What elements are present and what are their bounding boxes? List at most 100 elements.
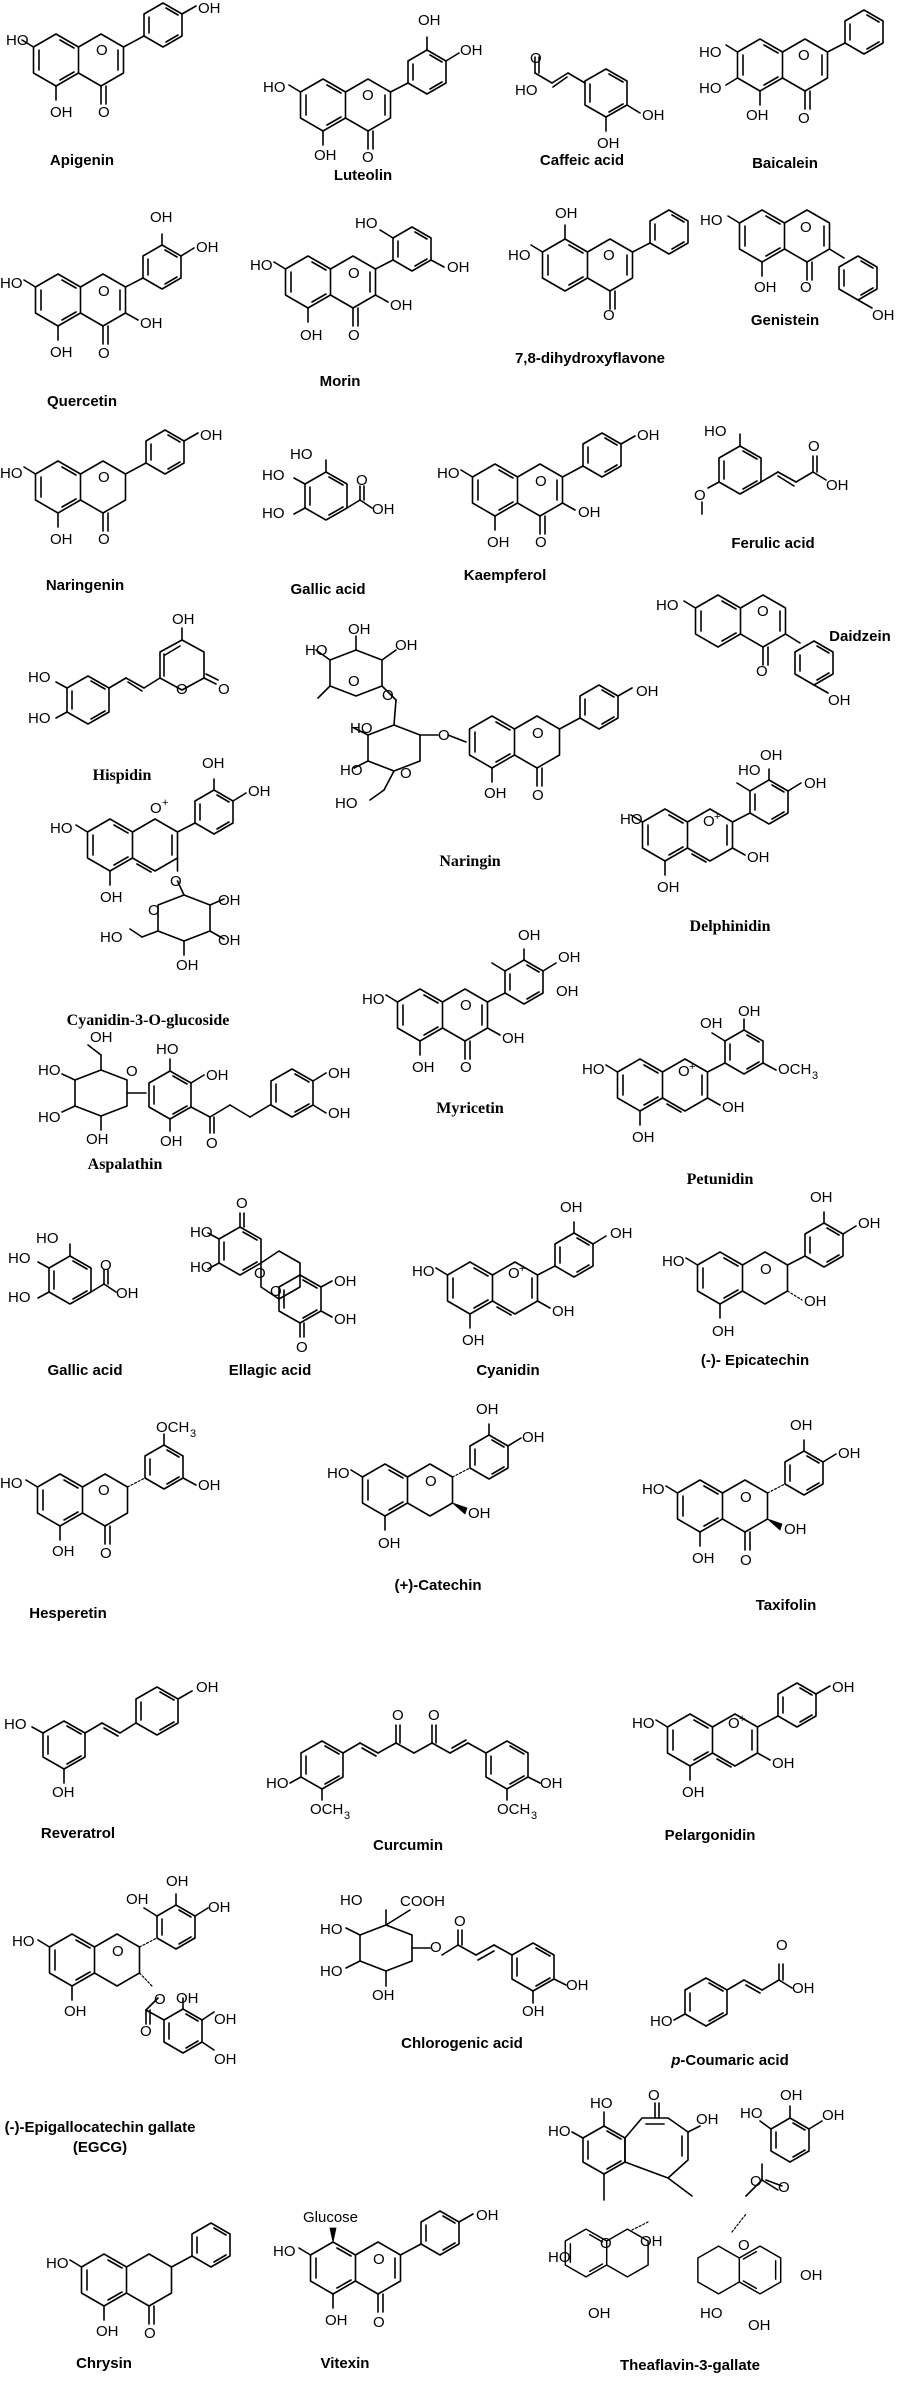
ellagic-o-2: O <box>296 1339 308 1356</box>
structure-apigenin <box>21 2 197 105</box>
label-epicatechin: (-)- Epicatechin <box>701 1352 809 1369</box>
tf3g-o-ester: O <box>750 2173 762 2190</box>
aspalathin-o-keto: O <box>206 1135 218 1152</box>
label-genistein: Genistein <box>751 312 819 329</box>
label-quercetin: Quercetin <box>47 393 117 410</box>
epicatechin-ho-7: HO <box>662 1253 685 1270</box>
tf3g-oh-c: OH <box>696 2111 719 2128</box>
egcg-ho-7: HO <box>12 1933 35 1950</box>
cyanidin-o-plus: O <box>508 1265 520 1282</box>
baicalein-o-4: O <box>798 110 810 127</box>
gallic2-ho-b: HO <box>8 1250 31 1267</box>
petunidin-o-plus: O <box>678 1063 690 1080</box>
delph-oh-5p: OH <box>804 775 827 792</box>
curcumin-och3-2: OCH <box>497 1801 530 1818</box>
ellagic-ho-1: HO <box>190 1224 213 1241</box>
chlorogenic-oh-b: OH <box>522 2003 545 2020</box>
ferulic-o: O <box>808 438 820 455</box>
chlorogenic-oh-a: OH <box>566 1977 589 1994</box>
morin-o-4: O <box>348 327 360 344</box>
structure-cyanidin <box>435 1221 607 1329</box>
cyanidin-oh-3: OH <box>552 1303 575 1320</box>
luteolin-o-1: O <box>362 87 374 104</box>
ellagic-oh-1: OH <box>334 1273 357 1290</box>
tf3g-oh-i: OH <box>588 2305 611 2322</box>
morin-oh-4p: OH <box>447 259 470 276</box>
structure-epicatechin <box>685 1211 857 1319</box>
aspalathin-oh-h: OH <box>328 1065 351 1082</box>
hispidin-ho-2: HO <box>28 710 51 727</box>
myricetin-oh-5p: OH <box>556 983 579 1000</box>
petunidin-oh-3p: OH <box>700 1015 723 1032</box>
naringin-oh-5: OH <box>484 785 507 802</box>
coumaric-ho: HO <box>650 2013 673 2030</box>
taxifolin-ho-7: HO <box>642 1481 665 1498</box>
hesperetin-ho-7: HO <box>0 1475 23 1492</box>
tf3g-ho-a: HO <box>548 2123 571 2140</box>
ellagic-o-1: O <box>236 1195 248 1212</box>
daidzein-ho-7: HO <box>656 597 679 614</box>
pelargonidin-o-plus: O <box>728 1715 740 1732</box>
chlorogenic-o-keto: O <box>454 1913 466 1930</box>
genistein-o-1: O <box>800 219 812 236</box>
chlorogenic-ho-2: HO <box>320 1921 343 1938</box>
ellagic-o-ring-1: O <box>254 1265 266 1282</box>
chrysin-ho-7: HO <box>46 2255 69 2272</box>
cyanidin-oh-4p: OH <box>610 1225 633 1242</box>
caffeic-o: O <box>530 50 542 67</box>
baicalein-o-1: O <box>798 47 810 64</box>
cyanidin-oh-5: OH <box>462 1332 485 1349</box>
c3g-ho-7: HO <box>50 820 73 837</box>
chlorogenic-cooh: COOH <box>400 1893 445 1910</box>
c3g-oh-3p: OH <box>202 755 225 772</box>
naringin-ho-1: HO <box>305 642 328 659</box>
quercetin-o-1: O <box>98 283 110 300</box>
aspalathin-o-ring: O <box>126 1063 138 1080</box>
pelargonidin-plus: + <box>739 1713 745 1725</box>
cyanidin-plus: + <box>519 1263 525 1275</box>
structure-hesperetin <box>25 1433 197 1545</box>
myricetin-ho-7: HO <box>362 991 385 1008</box>
egcg-oh-d: OH <box>176 1990 199 2007</box>
gallic1-oh: OH <box>372 501 395 518</box>
tf3g-oh-j: OH <box>800 2267 823 2284</box>
aspalathin-ho-b: HO <box>38 1062 61 1079</box>
label-delphinidin: Delphinidin <box>690 918 771 935</box>
gallic1-ho-c: HO <box>262 505 285 522</box>
myricetin-oh-4p: OH <box>558 949 581 966</box>
structure-reveratrol <box>31 1686 193 1784</box>
structure-vitexin <box>298 2210 474 2313</box>
reveratrol-ho-1: HO <box>4 1716 27 1733</box>
delph-ho-3p: HO <box>738 762 761 779</box>
c3g-ho-d: HO <box>100 929 123 946</box>
label-caffeic-acid: Caffeic acid <box>540 152 624 169</box>
kaempferol-oh-4p: OH <box>637 427 660 444</box>
curcumin-och3-2-sub: 3 <box>531 1810 537 1822</box>
luteolin-oh-3p: OH <box>418 12 441 29</box>
reveratrol-oh-3: OH <box>196 1679 219 1696</box>
petunidin-plus: + <box>689 1061 695 1073</box>
structure-aspalathin-ring-a <box>148 1058 271 1134</box>
label-egcg-abbr: (EGCG) <box>73 2139 127 2156</box>
structure-aspalathin-ring-b <box>270 1068 327 1118</box>
delph-ho-7: HO <box>620 811 643 828</box>
label-dihydroxyflavone: 7,8-dihydroxyflavone <box>515 350 665 367</box>
reveratrol-oh-2: OH <box>52 1784 75 1801</box>
label-hesperetin: Hesperetin <box>29 1605 107 1622</box>
quercetin-oh-5: OH <box>50 344 73 361</box>
gallic2-o: O <box>100 1257 112 1274</box>
label-vitexin: Vitexin <box>321 2355 370 2372</box>
structure-curcumin <box>289 1724 541 1801</box>
structure-genistein <box>727 209 878 309</box>
label-p-coumaric-prefix: p <box>670 2052 680 2069</box>
naringin-o-1: O <box>532 725 544 742</box>
structure-p-coumaric-acid <box>673 1963 793 2027</box>
tf3g-ho-h: HO <box>548 2249 571 2266</box>
tf3g-oh-d: OH <box>640 2233 663 2250</box>
apigenin-o-1: O <box>96 42 108 59</box>
pelargonidin-oh-3: OH <box>772 1755 795 1772</box>
structure-aspalathin <box>61 1044 147 1131</box>
hesperetin-oh-3p: OH <box>198 1477 221 1494</box>
c3g-o-ring: O <box>148 902 160 919</box>
tf3g-o-keto-2: O <box>778 2179 790 2196</box>
